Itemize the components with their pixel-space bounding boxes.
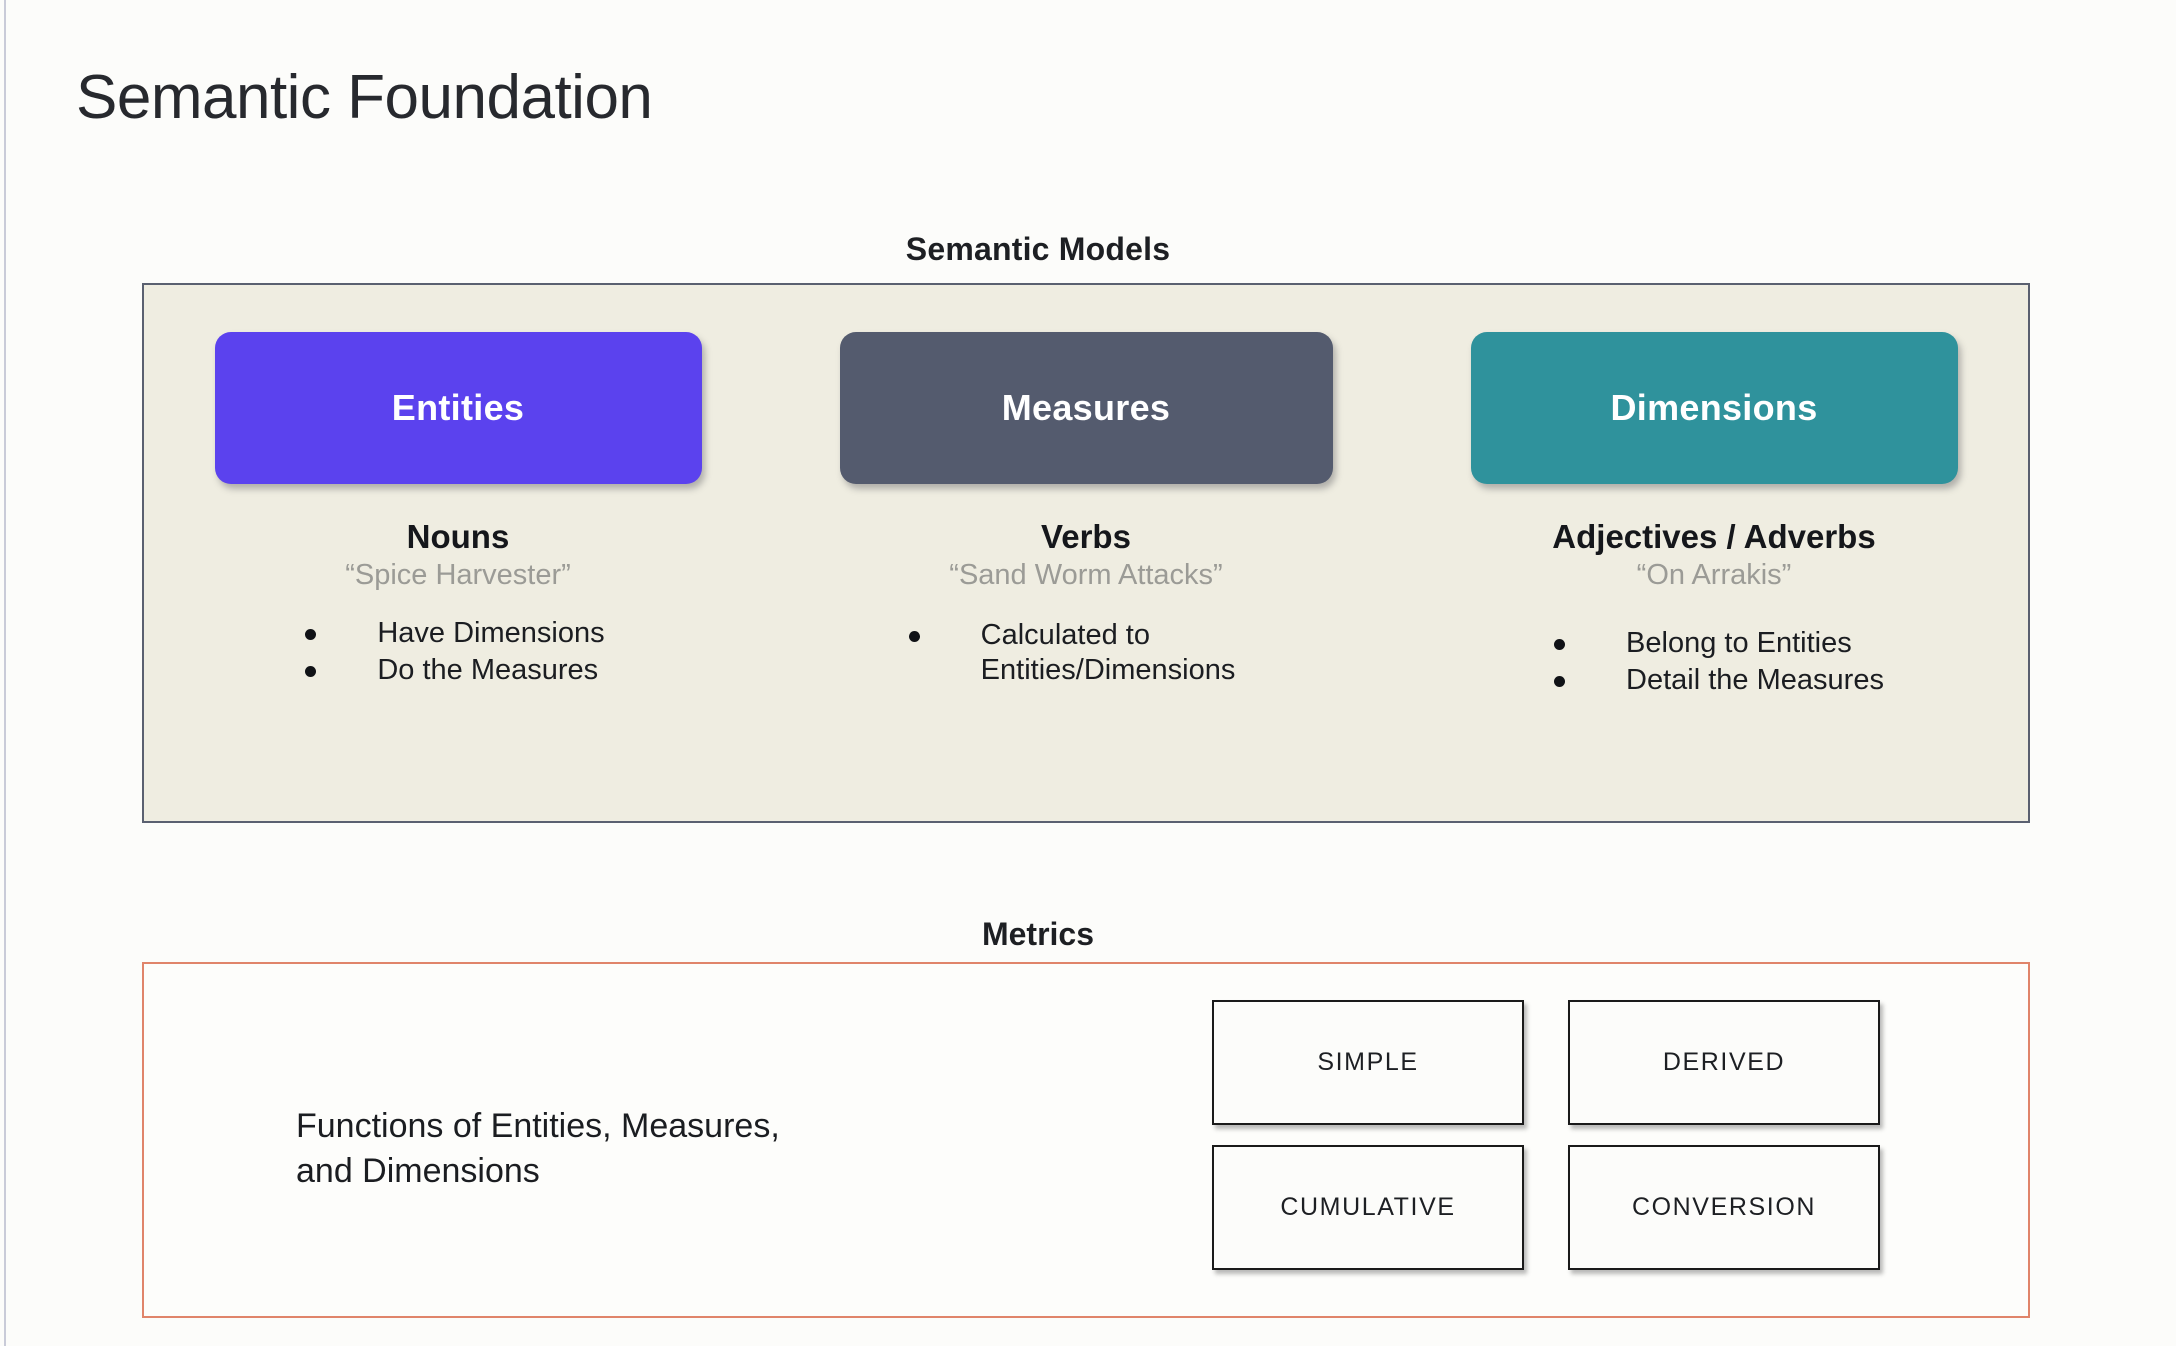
entities-example: “Spice Harvester” xyxy=(345,558,571,591)
metric-card-simple[interactable]: SIMPLE xyxy=(1212,1000,1524,1125)
dimensions-bullet-list: Belong to Entities Detail the Measures xyxy=(1554,626,1884,701)
measures-example: “Sand Worm Attacks” xyxy=(949,558,1223,591)
measures-bullet-list: Calculated to Entities/Dimensions xyxy=(908,618,1236,691)
bullet-dot-icon xyxy=(1554,638,1566,650)
list-item-label: Do the Measures xyxy=(377,654,599,687)
bullet-dot-icon xyxy=(1554,676,1566,688)
slide-edge-line xyxy=(4,0,6,1346)
entities-term: Nouns xyxy=(406,518,510,555)
list-item: Do the Measures xyxy=(305,653,604,688)
semantic-column-entities: Entities Nouns “Spice Harvester” Have Di… xyxy=(144,285,772,821)
metric-card-conversion[interactable]: CONVERSION xyxy=(1568,1145,1880,1270)
entities-pill[interactable]: Entities xyxy=(214,332,702,484)
metrics-description: Functions of Entities, Measures, and Dim… xyxy=(296,1107,780,1190)
list-item-label: Have Dimensions xyxy=(377,616,605,649)
list-item-label: Belong to Entities xyxy=(1626,626,1852,659)
list-item: Have Dimensions xyxy=(305,616,605,651)
page-title: Semantic Foundation xyxy=(76,63,653,132)
metrics-panel: Functions of Entities, Measures, and Dim… xyxy=(142,962,2030,1318)
measures-pill[interactable]: Measures xyxy=(839,332,1333,484)
semantic-models-heading-text: Semantic Models xyxy=(905,231,1171,267)
semantic-column-dimensions: Dimensions Adjectives / Adverbs “On Arra… xyxy=(1400,285,2028,821)
entities-bullet-list: Have Dimensions Do the Measures xyxy=(305,616,605,691)
list-item: Calculated to Entities/Dimensions xyxy=(908,618,1236,689)
metrics-heading-text: Metrics xyxy=(981,916,1095,952)
bullet-dot-icon xyxy=(305,666,317,678)
dimensions-example: “On Arrakis” xyxy=(1636,558,1792,591)
list-item-label: Calculated to Entities/Dimensions xyxy=(980,618,1236,687)
bullet-dot-icon xyxy=(305,628,317,640)
metrics-card-grid: SIMPLE DERIVED CUMULATIVE CONVERSION xyxy=(1212,1000,1880,1270)
semantic-models-heading: Semantic Models xyxy=(0,231,2176,268)
list-item: Detail the Measures xyxy=(1554,663,1884,698)
metrics-heading: Metrics xyxy=(0,916,2176,953)
metric-card-cumulative[interactable]: CUMULATIVE xyxy=(1212,1145,1524,1270)
semantic-models-panel: Entities Nouns “Spice Harvester” Have Di… xyxy=(142,283,2030,823)
measures-term: Verbs xyxy=(1041,518,1131,555)
bullet-dot-icon xyxy=(908,630,920,642)
metric-card-derived[interactable]: DERIVED xyxy=(1568,1000,1880,1125)
semantic-column-measures: Measures Verbs “Sand Worm Attacks” Calcu… xyxy=(772,285,1400,821)
dimensions-term: Adjectives / Adverbs xyxy=(1552,518,1876,555)
list-item-label: Detail the Measures xyxy=(1626,664,1884,697)
list-item: Belong to Entities xyxy=(1554,626,1884,661)
dimensions-pill[interactable]: Dimensions xyxy=(1470,332,1958,484)
